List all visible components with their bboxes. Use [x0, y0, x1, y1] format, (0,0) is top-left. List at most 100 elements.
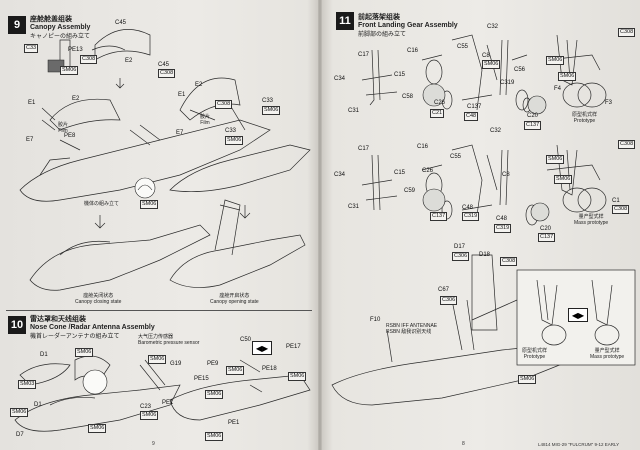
part-label: C56: [514, 67, 526, 73]
part-label: PE13: [68, 47, 83, 53]
inset-prototype-caption: 原型机式样 Prototype: [522, 348, 547, 360]
part-label: C33: [225, 128, 237, 134]
part-label: PE8: [64, 133, 76, 139]
prototype-caption: 原型机式样 Prototype: [572, 112, 597, 124]
baro-note-en: Barometric pressure sensor: [138, 340, 200, 346]
baro-note-cn: 大气压力传感器: [138, 334, 174, 340]
part-label: SM06: [10, 408, 29, 417]
part-label: C55: [457, 44, 469, 50]
part-label: C48: [464, 112, 479, 121]
prototype-caption-cn: 原型机式样: [572, 112, 598, 118]
part-label: SM06: [205, 390, 224, 399]
part-label: F10: [370, 317, 381, 323]
part-label: SM06: [558, 72, 577, 81]
caption-opening-cn: 座舱开启状态: [219, 293, 250, 299]
part-label: PE18: [262, 366, 277, 372]
part-label: SM06: [546, 56, 565, 65]
inset-mass-en: Mass prototype: [590, 354, 625, 360]
part-label: SM06: [148, 355, 167, 364]
inset-mass-cn: 量产型式样: [594, 348, 620, 354]
part-label: C34: [334, 172, 346, 178]
part-label: C308: [158, 69, 176, 78]
part-label: C45: [158, 62, 170, 68]
footer-product-code: L4814 MIG-29 "FULCRUM" 9-12 EARLY: [538, 442, 620, 447]
part-label: C26: [434, 100, 446, 106]
part-label: SM06: [262, 106, 281, 115]
part-label: SM03: [18, 380, 37, 389]
part-label: F4: [554, 86, 562, 92]
part-label: C137: [524, 121, 542, 130]
part-label: SM06: [205, 432, 224, 441]
part-label: C306: [452, 252, 470, 261]
part-label: C308: [618, 28, 636, 37]
part-label: PE17: [286, 344, 301, 350]
part-label: E7: [26, 137, 34, 143]
page-fold: [318, 0, 322, 450]
part-label: SM06: [225, 136, 244, 145]
part-label: C137: [538, 233, 556, 242]
part-label: C16: [417, 144, 429, 150]
step-divider: [6, 310, 312, 311]
step11-title-jp: 前脚部の組み立て: [358, 32, 407, 38]
part-label: E2: [72, 96, 80, 102]
left-page: 9 座舱舱盖组装 Canopy Assembly キャノピーの組み立て C45 …: [0, 0, 318, 450]
part-label: C32: [490, 128, 502, 134]
part-label: PE1: [162, 400, 174, 406]
part-label: E1: [28, 100, 36, 106]
step10-title-jp: 機首レーダーアンテナの組み立て: [30, 334, 120, 340]
part-label: SM06: [140, 411, 159, 420]
part-label: C31: [348, 204, 360, 210]
part-label: PE9: [207, 361, 219, 367]
part-label: C137: [430, 212, 448, 221]
small-note: 機体の組み立て: [84, 201, 120, 207]
rsbn-note-cn: RSBN 敌我识别天线: [386, 329, 432, 335]
caption-opening: 座舱开启状态 Canopy opening state: [210, 293, 259, 305]
part-label: C15: [394, 72, 406, 78]
part-label: C16: [407, 48, 419, 54]
part-label: SM06: [482, 60, 501, 69]
left-page-number: 9: [152, 441, 155, 447]
part-label: SM06: [140, 200, 159, 209]
right-page-number: 8: [462, 441, 465, 447]
part-label: C20: [527, 113, 539, 119]
part-label: C33: [24, 44, 39, 53]
caption-opening-en: Canopy opening state: [210, 299, 259, 305]
part-label: E1: [178, 92, 186, 98]
part-label: C319: [462, 212, 480, 221]
step10-header: 雷达罩和天线组装 Nose Cone /Radar Antenna Assemb…: [30, 314, 155, 340]
double-arrow-icon: ◀▶: [252, 341, 272, 355]
part-label: PE1: [228, 420, 240, 426]
part-label: C17: [358, 52, 370, 58]
part-label: C23: [140, 404, 152, 410]
inset-mass-caption: 量产型式样 Mass prototype: [590, 348, 624, 360]
part-label: SM06: [554, 175, 573, 184]
rsbn-note-en: RSBN IFF ANTENNAE: [386, 323, 438, 329]
film-note-en: Film: [58, 128, 68, 134]
part-label: C55: [450, 154, 462, 160]
part-label: C308: [80, 55, 98, 64]
part-label: C17: [358, 146, 370, 152]
part-label: C8: [482, 53, 490, 59]
part-label: C8: [502, 172, 510, 178]
part-label: SM06: [75, 348, 94, 357]
part-label: C319: [494, 224, 512, 233]
film-note-cn: 胶片: [58, 122, 69, 128]
part-label: SM06: [60, 66, 79, 75]
part-label: C137: [467, 104, 482, 110]
part-label: C308: [215, 100, 233, 109]
step11-header: 前起落架组装 Front Landing Gear Assembly 前脚部の組…: [358, 12, 458, 38]
baro-note: 大气压力传感器 Barometric pressure sensor: [138, 334, 199, 346]
caption-closing-cn: 座舱关闭状态: [83, 293, 114, 299]
left-page-artwork: [14, 29, 311, 432]
mass-caption-cn: 量产型式样: [578, 214, 604, 220]
part-label: SM06: [226, 366, 245, 375]
part-label: G19: [170, 361, 182, 367]
part-label: C45: [115, 20, 127, 26]
part-label: D18: [479, 252, 491, 258]
step9-header: 座舱舱盖组装 Canopy Assembly キャノピーの組み立て: [30, 14, 90, 40]
part-label: C48: [496, 216, 508, 222]
part-label: D1: [34, 402, 42, 408]
film-note-right: 胶片 Film: [200, 114, 210, 126]
part-label: E2: [125, 58, 133, 64]
